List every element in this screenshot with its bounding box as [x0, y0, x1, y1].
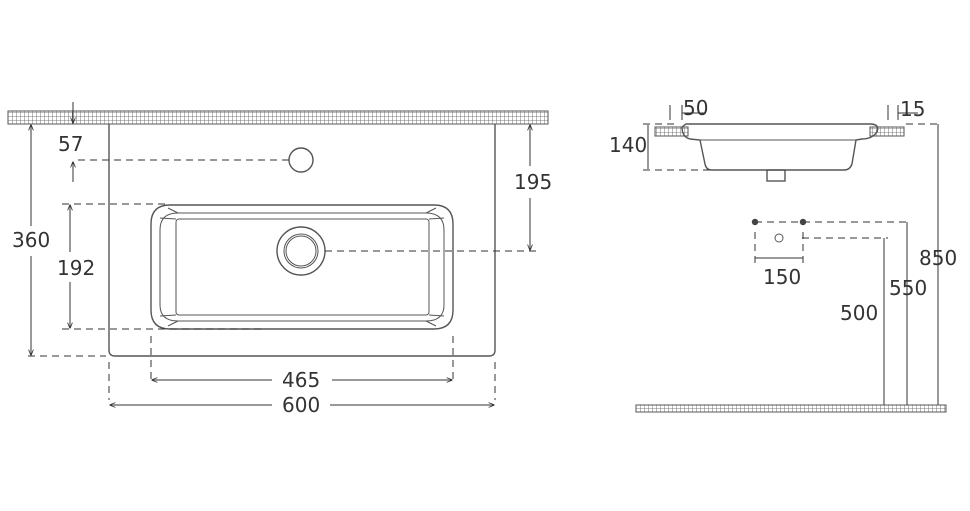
dim-50-label: 50: [683, 96, 708, 120]
inlet-right-dot: [799, 218, 807, 226]
countertop-right-hatch: [869, 126, 905, 137]
side-dash-lines: [643, 123, 941, 266]
dim-57-label: 57: [58, 132, 83, 156]
bowl-outer: [150, 204, 454, 330]
countertop-hatch: [7, 110, 549, 125]
dim-195-label: 195: [514, 170, 552, 194]
side-view: 50 15 140 150 850 550 500: [609, 96, 957, 413]
dim-465-label: 465: [282, 368, 320, 392]
dim-600-label: 600: [282, 393, 320, 417]
floor-hatch: [635, 404, 947, 413]
dim-15-label: 15: [900, 97, 925, 121]
drain-mid: [283, 233, 319, 269]
basin-profile: [681, 123, 879, 171]
inlet-left-dot: [751, 218, 759, 226]
dim-150-label: 150: [763, 265, 801, 289]
dim-192-label: 192: [57, 256, 95, 280]
dim-500-label: 500: [840, 301, 878, 325]
dim-140-label: 140: [609, 133, 647, 157]
drain-inner: [285, 235, 317, 267]
countertop-left-hatch: [654, 126, 689, 137]
dim-15-leader: [887, 105, 918, 120]
dim-550-label: 550: [889, 276, 927, 300]
dim-850-label: 850: [919, 246, 957, 270]
dim-50-leader: [669, 105, 706, 120]
washbasin-outline: [108, 124, 496, 357]
front-dash-lines: [28, 159, 536, 400]
bowl-rim: [159, 212, 445, 322]
tap-hole: [288, 147, 314, 173]
front-view: 57 360 192 195 465 600: [7, 102, 552, 417]
bowl-inner: [175, 218, 430, 316]
waste-point: [774, 233, 784, 243]
bowl-corner-lines: [159, 207, 445, 327]
waste-outlet: [766, 169, 786, 182]
dim-360-label: 360: [12, 228, 50, 252]
